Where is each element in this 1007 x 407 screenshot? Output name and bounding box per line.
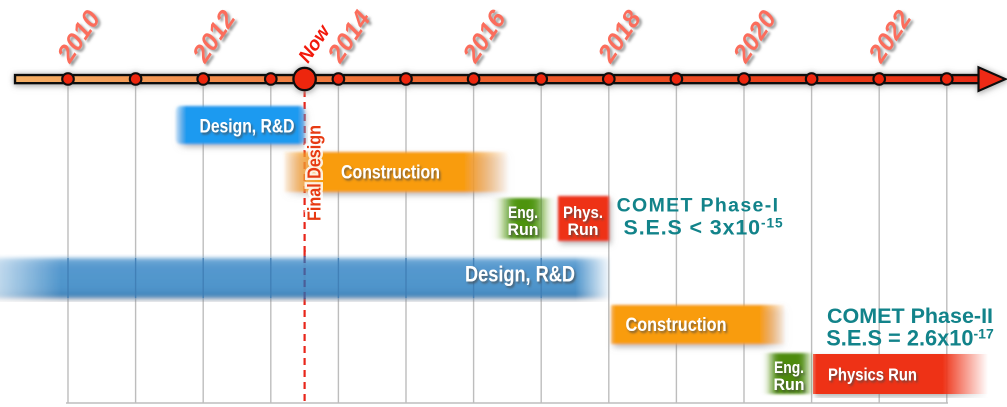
svg-text:Run: Run bbox=[568, 220, 599, 239]
svg-text:Eng.: Eng. bbox=[508, 203, 538, 222]
svg-text:Eng.: Eng. bbox=[774, 358, 804, 377]
svg-text:Phys.: Phys. bbox=[563, 203, 603, 222]
svg-text:COMET Phase-I: COMET Phase-I bbox=[617, 195, 780, 217]
svg-text:S.E.S = 2.6x10-17: S.E.S = 2.6x10-17 bbox=[826, 326, 994, 351]
svg-text:Run: Run bbox=[508, 220, 539, 239]
svg-text:COMET Phase-II: COMET Phase-II bbox=[827, 304, 993, 328]
svg-text:Construction: Construction bbox=[341, 163, 440, 184]
svg-text:S.E.S < 3x10-15: S.E.S < 3x10-15 bbox=[624, 216, 784, 240]
svg-text:Final Design: Final Design bbox=[305, 125, 325, 221]
svg-text:Construction: Construction bbox=[626, 315, 727, 336]
svg-text:Final Design: Final Design bbox=[305, 125, 325, 221]
svg-text:Run: Run bbox=[774, 375, 805, 394]
svg-text:Design, R&D: Design, R&D bbox=[465, 262, 575, 287]
svg-text:Design, R&D: Design, R&D bbox=[200, 116, 295, 138]
svg-text:Physics Run: Physics Run bbox=[828, 365, 917, 385]
